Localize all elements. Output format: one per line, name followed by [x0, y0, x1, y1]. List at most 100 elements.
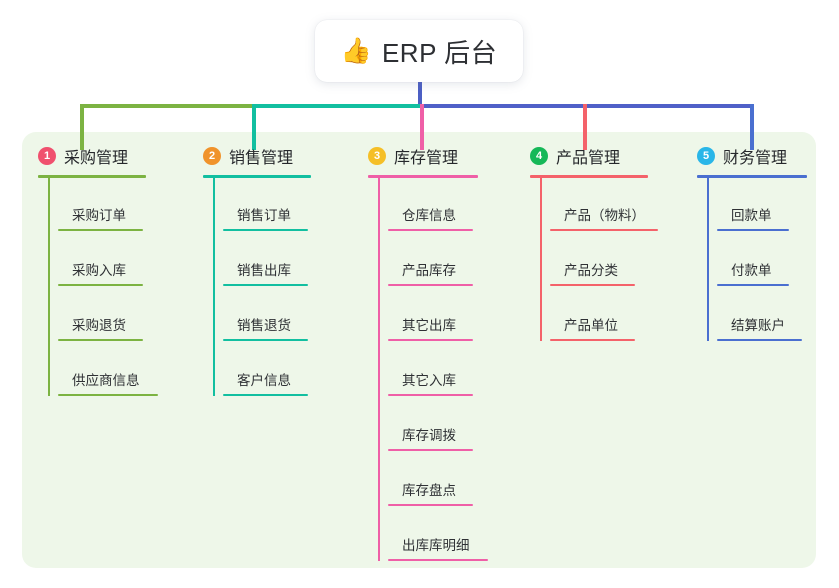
column-title: 采购管理: [64, 150, 129, 167]
column-items: 仓库信息产品库存其它出库其它入库库存调拨库存盘点出库库明细: [368, 176, 518, 561]
leaf-item-label: 销售退货: [237, 318, 291, 333]
column-header-row: 1 采购管理: [38, 132, 188, 168]
drop-connector-2: [252, 104, 256, 150]
leaf-item-label: 库存调拨: [402, 428, 456, 443]
leaf-item[interactable]: 供应商信息: [58, 341, 188, 396]
column-title: 销售管理: [229, 150, 294, 167]
root-node-title: ERP 后台: [381, 37, 498, 68]
leaf-item[interactable]: 其它出库: [388, 286, 518, 341]
column-title: 财务管理: [723, 150, 788, 167]
leaf-item-label: 销售出库: [237, 263, 291, 278]
leaf-item[interactable]: 采购退货: [58, 286, 188, 341]
leaf-item[interactable]: 采购订单: [58, 176, 188, 231]
leaf-item-underline: [58, 394, 158, 396]
column-items: 采购订单采购入库采购退货供应商信息: [38, 176, 188, 396]
leaf-item[interactable]: 产品库存: [388, 231, 518, 286]
leaf-item-label: 采购退货: [72, 318, 126, 333]
column-header-1[interactable]: 1 采购管理: [38, 132, 188, 178]
column-rail: [378, 176, 380, 561]
leaf-item[interactable]: 结算账户: [717, 286, 839, 341]
leaf-item-underline: [388, 229, 473, 231]
column-items: 产品（物料）产品分类产品单位: [530, 176, 690, 341]
leaf-item-underline: [388, 284, 473, 286]
column-number-badge: 2: [203, 147, 221, 165]
drop-connector-5: [750, 104, 754, 150]
column-title: 库存管理: [394, 150, 459, 167]
column-2: 2 销售管理销售订单销售出库销售退货客户信息: [203, 132, 353, 396]
leaf-item[interactable]: 回款单: [717, 176, 839, 231]
leaf-item[interactable]: 产品（物料）: [550, 176, 690, 231]
leaf-item-label: 其它入库: [402, 373, 456, 388]
leaf-item-underline: [717, 339, 802, 341]
column-underline: [38, 175, 146, 178]
column-number-badge: 5: [697, 147, 715, 165]
leaf-item-underline: [223, 229, 308, 231]
leaf-item-label: 回款单: [731, 208, 772, 223]
column-underline: [697, 175, 807, 178]
bus-segment-1: [80, 104, 254, 108]
leaf-item-underline: [223, 339, 308, 341]
bus-segment-2: [254, 104, 422, 108]
leaf-item-label: 销售订单: [237, 208, 291, 223]
column-header-5[interactable]: 5 财务管理: [697, 132, 839, 178]
leaf-item[interactable]: 产品分类: [550, 231, 690, 286]
leaf-item[interactable]: 付款单: [717, 231, 839, 286]
column-title: 产品管理: [556, 150, 621, 167]
drop-connector-1: [80, 104, 84, 150]
leaf-item-label: 产品单位: [564, 318, 618, 333]
column-items: 销售订单销售出库销售退货客户信息: [203, 176, 353, 396]
leaf-item-underline: [388, 559, 488, 561]
column-underline: [203, 175, 311, 178]
column-number-badge: 3: [368, 147, 386, 165]
leaf-item[interactable]: 采购入库: [58, 231, 188, 286]
leaf-item-label: 客户信息: [237, 373, 291, 388]
column-number-badge: 1: [38, 147, 56, 165]
column-rail: [213, 176, 215, 396]
column-1: 1 采购管理采购订单采购入库采购退货供应商信息: [38, 132, 188, 396]
leaf-item[interactable]: 销售退货: [223, 286, 353, 341]
leaf-item-label: 出库库明细: [402, 538, 470, 553]
column-header-3[interactable]: 3 库存管理: [368, 132, 518, 178]
leaf-item-label: 产品库存: [402, 263, 456, 278]
leaf-item-label: 结算账户: [731, 318, 785, 333]
column-header-row: 2 销售管理: [203, 132, 353, 168]
leaf-item[interactable]: 仓库信息: [388, 176, 518, 231]
leaf-item[interactable]: 客户信息: [223, 341, 353, 396]
column-rail: [540, 176, 542, 341]
leaf-item-underline: [717, 284, 789, 286]
leaf-item-underline: [58, 284, 143, 286]
leaf-item[interactable]: 销售订单: [223, 176, 353, 231]
leaf-item[interactable]: 库存盘点: [388, 451, 518, 506]
diagram-panel: [22, 132, 816, 568]
thumbs-up-icon: 👍: [340, 36, 372, 65]
leaf-item-underline: [223, 284, 308, 286]
root-stem-connector: [418, 82, 422, 106]
root-node-card[interactable]: 👍 ERP 后台: [315, 20, 523, 82]
leaf-item-label: 采购订单: [72, 208, 126, 223]
leaf-item[interactable]: 出库库明细: [388, 506, 518, 561]
leaf-item-label: 库存盘点: [402, 483, 456, 498]
leaf-item-underline: [388, 394, 473, 396]
leaf-item[interactable]: 产品单位: [550, 286, 690, 341]
column-header-row: 5 财务管理: [697, 132, 839, 168]
leaf-item-underline: [58, 229, 143, 231]
leaf-item-underline: [388, 339, 473, 341]
leaf-item-label: 付款单: [731, 263, 772, 278]
leaf-item-underline: [550, 339, 635, 341]
column-rail: [48, 176, 50, 396]
drop-connector-3: [420, 104, 424, 150]
leaf-item[interactable]: 销售出库: [223, 231, 353, 286]
drop-connector-4: [583, 104, 587, 150]
leaf-item[interactable]: 其它入库: [388, 341, 518, 396]
leaf-item[interactable]: 库存调拨: [388, 396, 518, 451]
leaf-item-label: 仓库信息: [402, 208, 456, 223]
leaf-item-underline: [388, 449, 473, 451]
column-underline: [530, 175, 648, 178]
column-header-2[interactable]: 2 销售管理: [203, 132, 353, 178]
column-3: 3 库存管理仓库信息产品库存其它出库其它入库库存调拨库存盘点出库库明细: [368, 132, 518, 561]
leaf-item-underline: [717, 229, 789, 231]
